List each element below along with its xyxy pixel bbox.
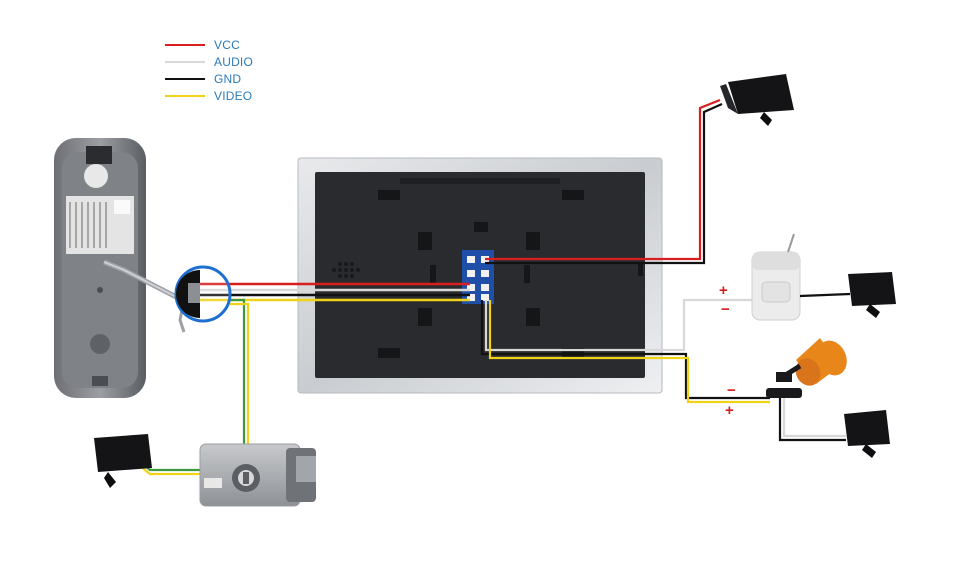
legend-item-audio: AUDIO	[165, 53, 253, 70]
wire-color-legend: VCC AUDIO GND VIDEO	[165, 36, 253, 104]
power-adapter-top	[720, 74, 794, 126]
door-station-mount-clip	[86, 146, 112, 164]
legend-item-vcc: VCC	[165, 36, 253, 53]
monitor-top-vent	[400, 178, 560, 184]
legend-label-audio: AUDIO	[214, 54, 254, 69]
legend-label-gnd: GND	[214, 71, 242, 86]
legend-item-video: VIDEO	[165, 87, 253, 104]
power-adapter-camera	[844, 410, 890, 458]
power-adapter-pir	[848, 272, 896, 318]
pir-motion-sensor	[751, 233, 801, 321]
wires-monitor-to-pir-and-camera	[480, 298, 770, 404]
legend-swatch-video	[165, 94, 205, 97]
camera-power-wire	[778, 398, 846, 442]
bullet-camera	[766, 338, 847, 398]
electric-door-lock	[199, 443, 316, 507]
monitor-speaker-grille	[332, 262, 360, 278]
connection-callout	[174, 265, 232, 323]
door-station-wifi-badge	[114, 200, 130, 214]
door-station-screw-hole	[97, 287, 103, 293]
power-adapter-lock	[94, 434, 152, 488]
door-station-qc-label	[84, 164, 108, 188]
legend-label-video: VIDEO	[214, 88, 253, 103]
indoor-monitor	[297, 157, 663, 394]
camera-minus-sign: −	[727, 382, 736, 399]
wires-monitor-to-power-adapter	[485, 98, 723, 265]
legend-swatch-gnd	[165, 77, 205, 80]
legend-item-gnd: GND	[165, 70, 253, 87]
legend-swatch-audio	[165, 60, 205, 63]
door-station-bottom-notch	[92, 376, 108, 386]
wires-doorbell-to-monitor	[196, 282, 470, 302]
camera-plus-sign: +	[725, 402, 734, 419]
legend-label-vcc: VCC	[214, 37, 240, 52]
door-station-button	[90, 334, 110, 354]
door-station-spec-text	[69, 202, 107, 248]
pir-power-wire	[799, 292, 851, 298]
pir-plus-sign: +	[719, 282, 728, 299]
door-camera-station	[54, 138, 146, 398]
pir-minus-sign: −	[721, 301, 730, 318]
legend-swatch-vcc	[165, 43, 205, 46]
